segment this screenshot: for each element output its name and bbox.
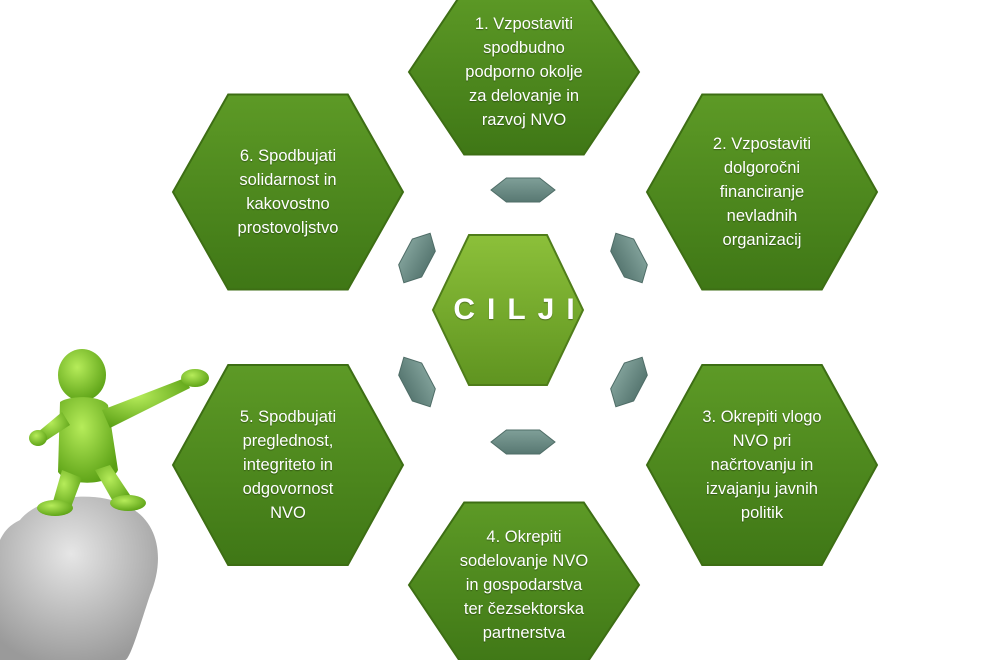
- goal-label-1: 1. Vzpostaviti spodbudno podporno okolje…: [465, 15, 583, 129]
- goal-hexagon-1: [407, 0, 641, 156]
- connector-hexagon-6: [398, 232, 436, 284]
- connector-hexagon-2: [610, 232, 648, 284]
- goal-label-2: 2. Vzpostaviti dolgoročni financiranje n…: [712, 135, 812, 249]
- rock-shape: [0, 496, 158, 660]
- goal-hexagon-3: [645, 364, 879, 566]
- goal-hexagon-2: [645, 93, 879, 291]
- figure-body: [29, 349, 209, 516]
- connector-hexagon-4: [490, 429, 556, 455]
- connector-group: [398, 177, 648, 455]
- goal-label-3: 3. Okrepiti vlogo NVO pri načrtovanju in…: [702, 408, 822, 522]
- goal-hexagon-5: [171, 364, 405, 566]
- pointing-figure-illustration: [0, 349, 209, 660]
- goal-label-4: 4. Okrepiti sodelovanje NVO in gospodars…: [459, 528, 589, 642]
- center-label: CILJI: [453, 293, 587, 326]
- connector-hexagon-1: [490, 177, 556, 203]
- connector-hexagon-3: [610, 356, 648, 408]
- goal-hexagon-4: [407, 501, 641, 660]
- goal-label-6: 6. Spodbujati solidarnost in kakovostno …: [237, 147, 339, 237]
- connector-hexagon-5: [398, 356, 436, 408]
- center-hexagon: [431, 234, 585, 386]
- goal-hexagon-6: [171, 93, 405, 291]
- hexagon-group: [171, 0, 879, 660]
- goal-label-5: 5. Spodbujati preglednost, integriteto i…: [239, 408, 337, 522]
